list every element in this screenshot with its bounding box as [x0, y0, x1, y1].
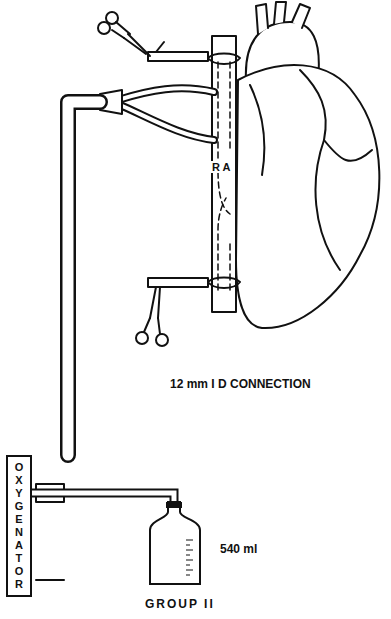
volume-label: 540 ml — [220, 542, 257, 556]
connection-tube — [32, 493, 174, 502]
reservoir-bottle: 540 ml — [148, 500, 288, 588]
connection-label: 12 mm I D CONNECTION — [170, 377, 311, 391]
figure-caption: GROUP II — [145, 597, 215, 611]
bottle-outline — [148, 500, 204, 588]
box-label: OXYGENATOR — [14, 461, 24, 591]
chamber-label: R A — [211, 161, 232, 173]
oxygenator-box: OXYGENATOR — [6, 455, 32, 597]
